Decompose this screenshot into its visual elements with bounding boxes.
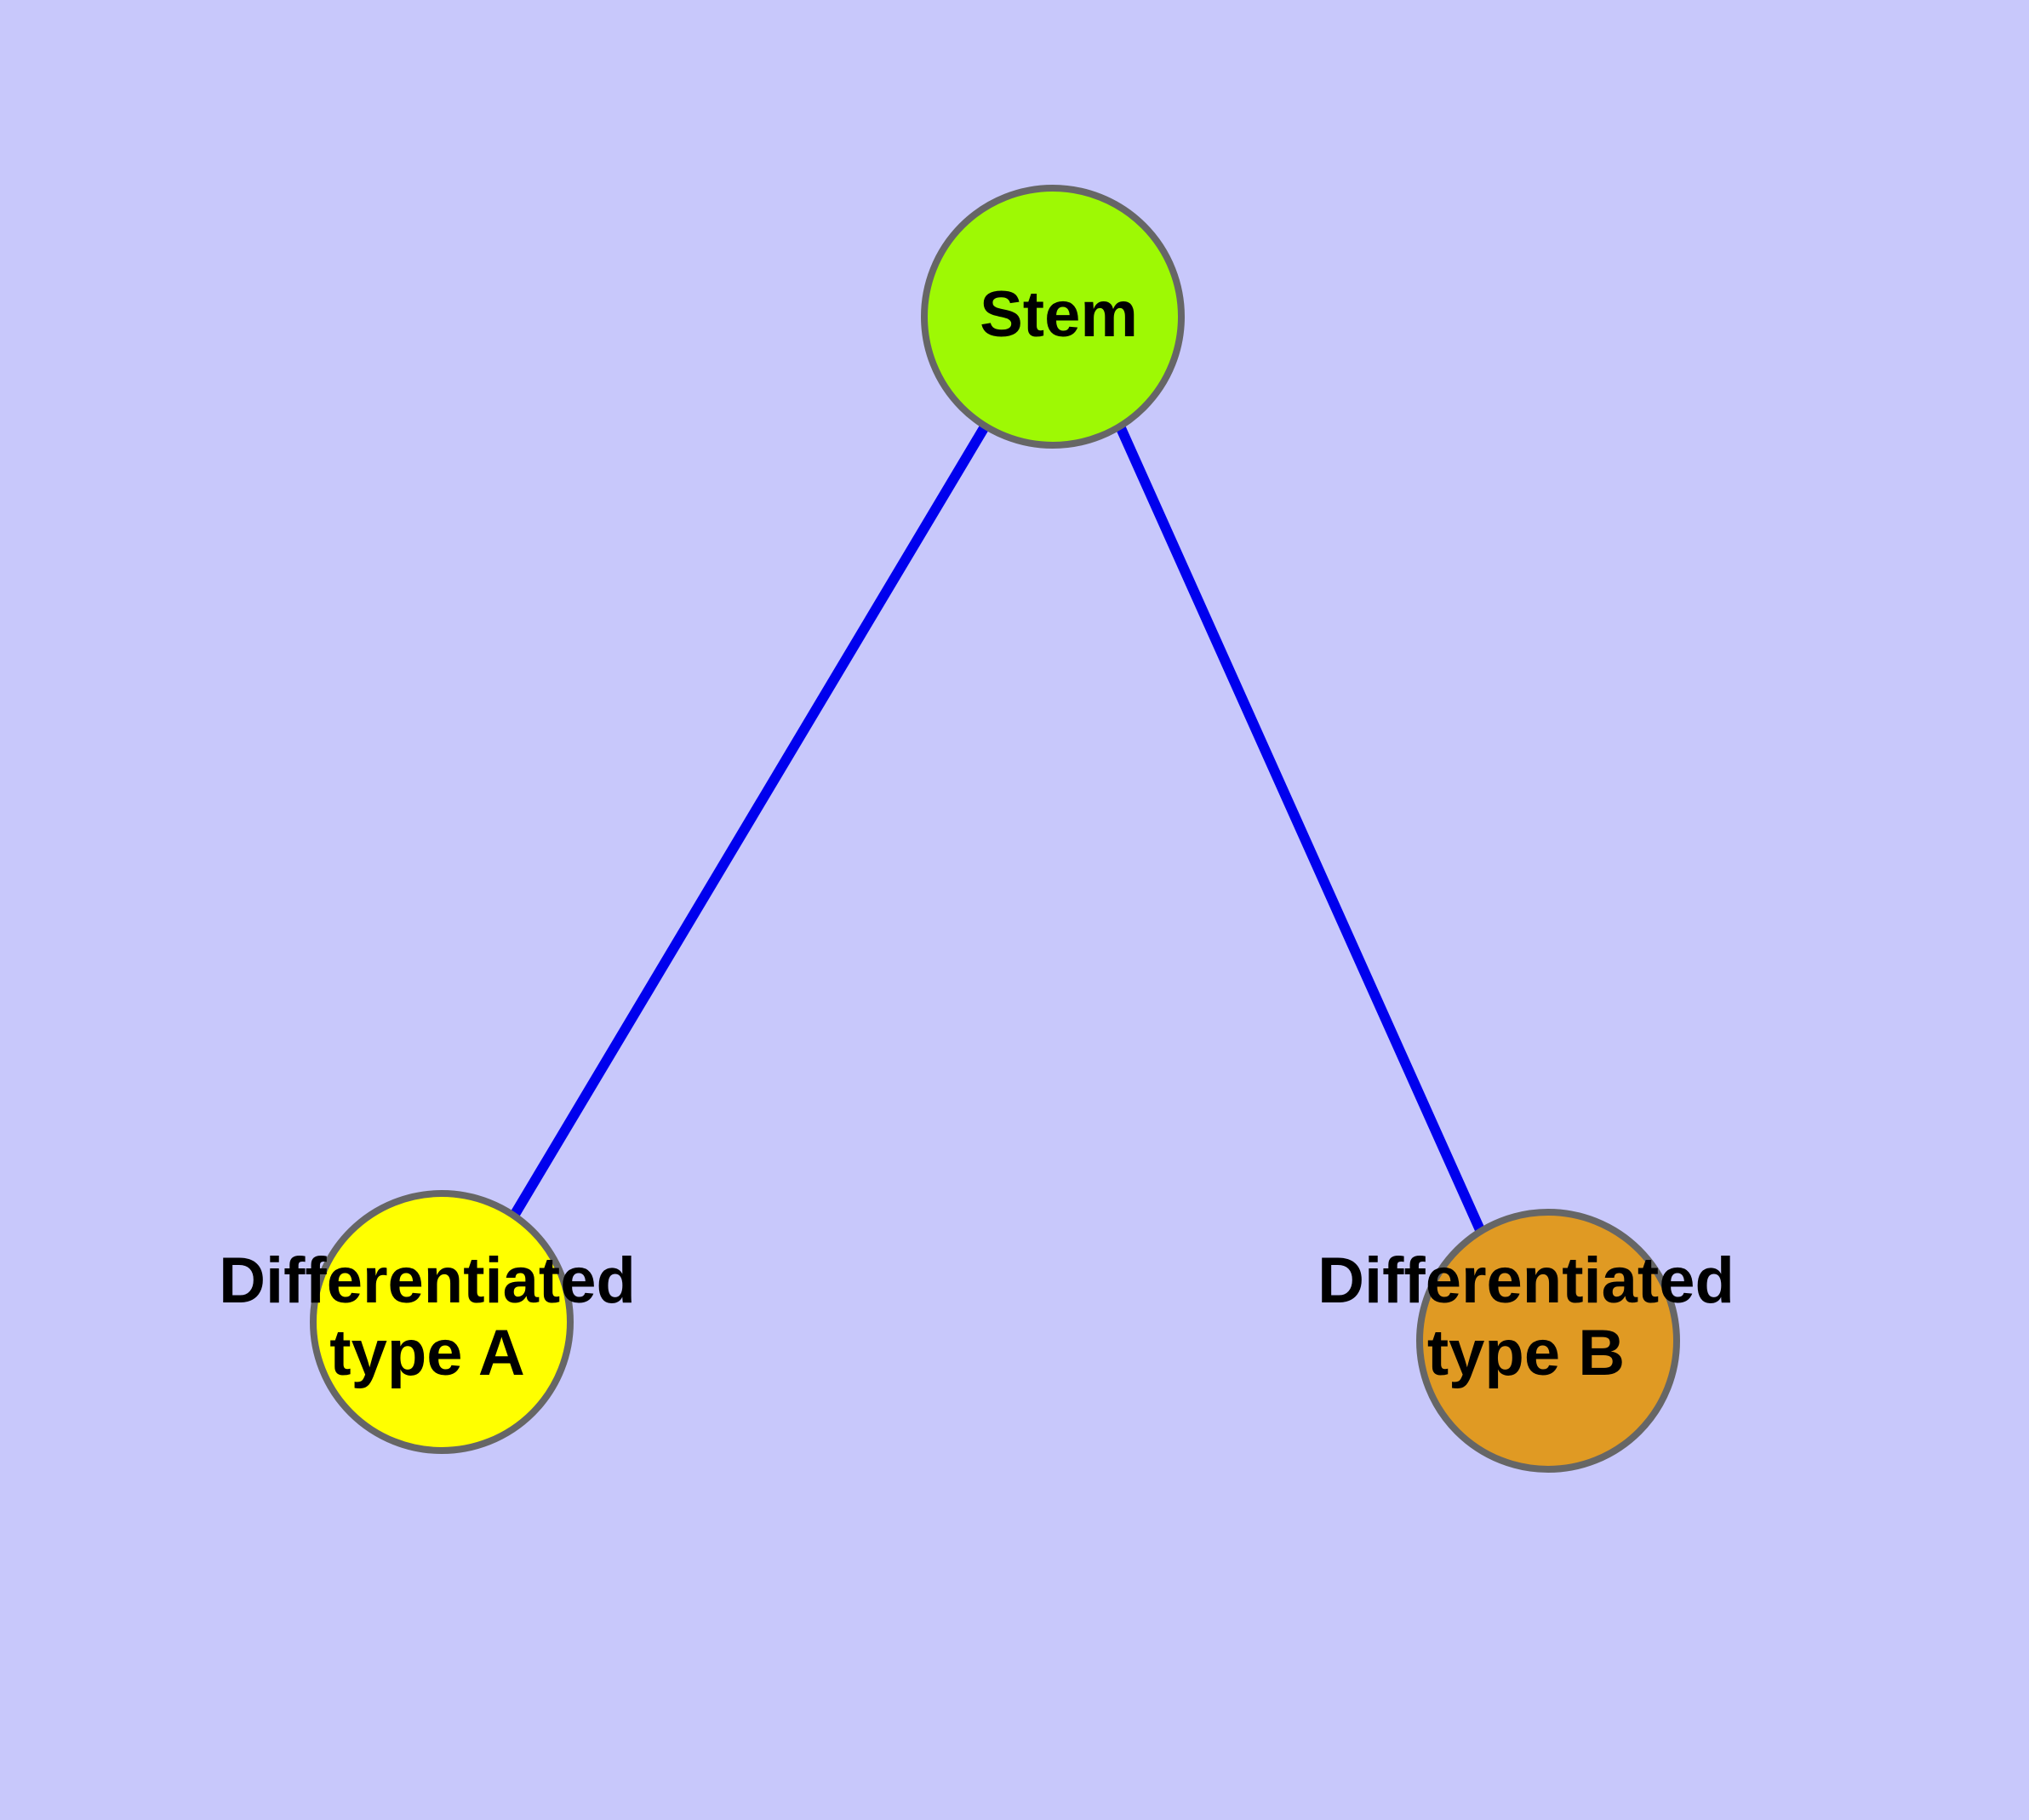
node-label-diff_a-line-0: Differentiated [219,1245,636,1317]
node-label-diff_a-line-1: type A [329,1317,524,1389]
edge-stem-to-diff-b[interactable] [1116,426,1486,1234]
node-circle-diff_b[interactable] [1416,1209,1680,1473]
edges-group [509,425,1486,1234]
node-label-diff_b-line-0: Differentiated [1317,1245,1735,1317]
node-label-diff_b-line-1: type B [1427,1317,1625,1389]
node-circle-diff_a[interactable] [310,1190,574,1454]
node-label-stem-line-0: Stem [980,278,1138,351]
node-stem[interactable]: Stem [921,185,1185,449]
edge-stem-to-diff-a[interactable] [509,425,989,1219]
node-circle-stem[interactable] [921,185,1185,449]
